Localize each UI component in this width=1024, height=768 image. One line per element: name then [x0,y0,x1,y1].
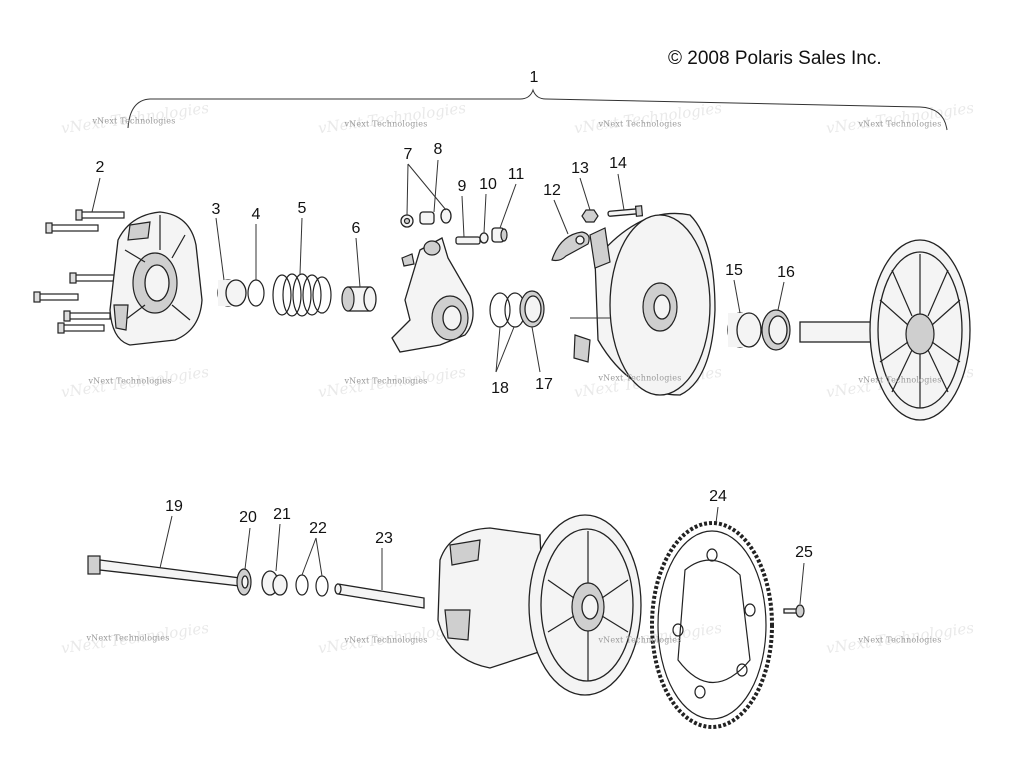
clutch-cover [109,211,203,346]
nut-13 [581,209,599,223]
part-number-21: 21 [273,506,291,523]
fixed-sheave [799,239,971,421]
part-number-23: 23 [375,530,393,547]
part-number-25: 25 [795,544,813,561]
part-number-17: 17 [535,376,553,393]
part-number-18: 18 [491,380,509,397]
part-number-7: 7 [403,146,413,163]
watermark-label: vNext Technologies [858,375,942,385]
bolt-19 [87,555,241,587]
part-number-13: 13 [571,160,589,177]
part-number-15: 15 [725,262,743,279]
washers-7-8 [400,208,452,228]
watermark-label: vNext Technologies [858,635,942,645]
part-number-14: 14 [609,155,627,172]
moveable-sheave [570,212,716,396]
watermark-label: vNext Technologies [344,119,428,129]
watermark-label: vNext Technologies [344,635,428,645]
part-number-24: 24 [709,488,727,505]
part-number-16: 16 [777,264,795,281]
bushing-21 [261,570,288,596]
roller-11 [491,227,508,243]
part-number-12: 12 [543,182,561,199]
watermark-label: vNext Technologies [88,376,172,386]
bushing-15 [727,312,762,348]
cover-bolts [33,209,125,334]
part-number-11: 11 [507,166,525,183]
watermark-label: vNext Technologies [86,633,170,643]
watermark-label: vNext Technologies [858,119,942,129]
driven-clutch-assembly [437,514,642,696]
part-number-2: 2 [95,159,105,176]
copyright-notice: © 2008 Polaris Sales Inc. [668,48,882,69]
ring-gear-24 [650,521,774,729]
spider [391,237,474,353]
part-number-5: 5 [297,200,307,217]
screw-25 [783,604,805,618]
ring-4 [247,279,265,307]
part-number-9: 9 [457,178,467,195]
spring-5 [272,273,332,317]
part-number-8: 8 [433,141,443,158]
part-number-22: 22 [309,520,327,537]
bushing-3 [217,279,247,307]
bolt-14 [607,205,644,217]
ring-17 [519,290,545,328]
watermark-label: vNext Technologies [344,376,428,386]
part-number-6: 6 [351,220,361,237]
bushing-6 [341,286,377,312]
watermark-label: vNext Technologies [92,116,176,126]
shaft-23 [334,583,425,609]
part-number-19: 19 [165,498,183,515]
washer-10 [479,232,489,244]
part-number-10: 10 [479,176,497,193]
flyweight-12 [551,231,590,262]
watermark-label: vNext Technologies [598,635,682,645]
rings-22 [295,574,329,597]
ring-16 [761,309,791,351]
part-number-4: 4 [251,206,261,223]
lock-washer-20 [236,568,252,596]
assembly-brace [127,88,948,131]
watermark-label: vNext Technologies [598,119,682,129]
leader-lines [91,159,805,605]
part-number-3: 3 [211,201,221,218]
pin-9 [455,236,481,245]
watermark-label: vNext Technologies [598,373,682,383]
part-number-1: 1 [529,69,539,86]
part-number-20: 20 [239,509,257,526]
